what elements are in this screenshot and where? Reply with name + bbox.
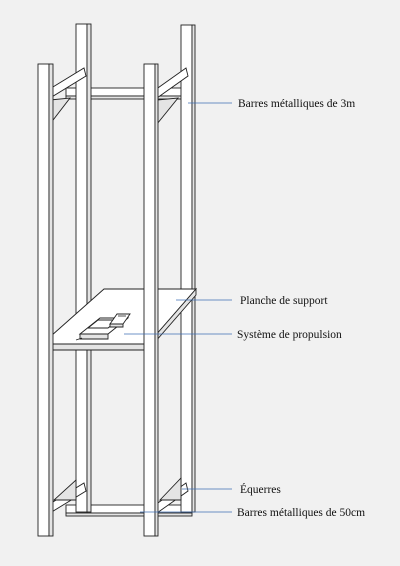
label-support-board: Planche de support: [240, 295, 328, 307]
bracket-bottom-left: [52, 478, 77, 501]
bracket-top-right: [156, 97, 180, 126]
label-propulsion-system: Système de propulsion: [237, 329, 342, 341]
label-brackets: Équerres: [240, 482, 281, 496]
bracket-bottom-right: [158, 476, 182, 501]
back-left-post: [75, 23, 92, 513]
front-right-post: [143, 63, 159, 537]
label-bars-50cm: Barres métalliques de 50cm: [237, 507, 365, 519]
label-bars-3m: Barres métalliques de 3m: [238, 98, 355, 110]
back-right-post: [180, 24, 196, 513]
leader-lines: [124, 102, 232, 513]
propulsion-system: [75, 313, 131, 341]
front-left-post: [37, 63, 54, 537]
